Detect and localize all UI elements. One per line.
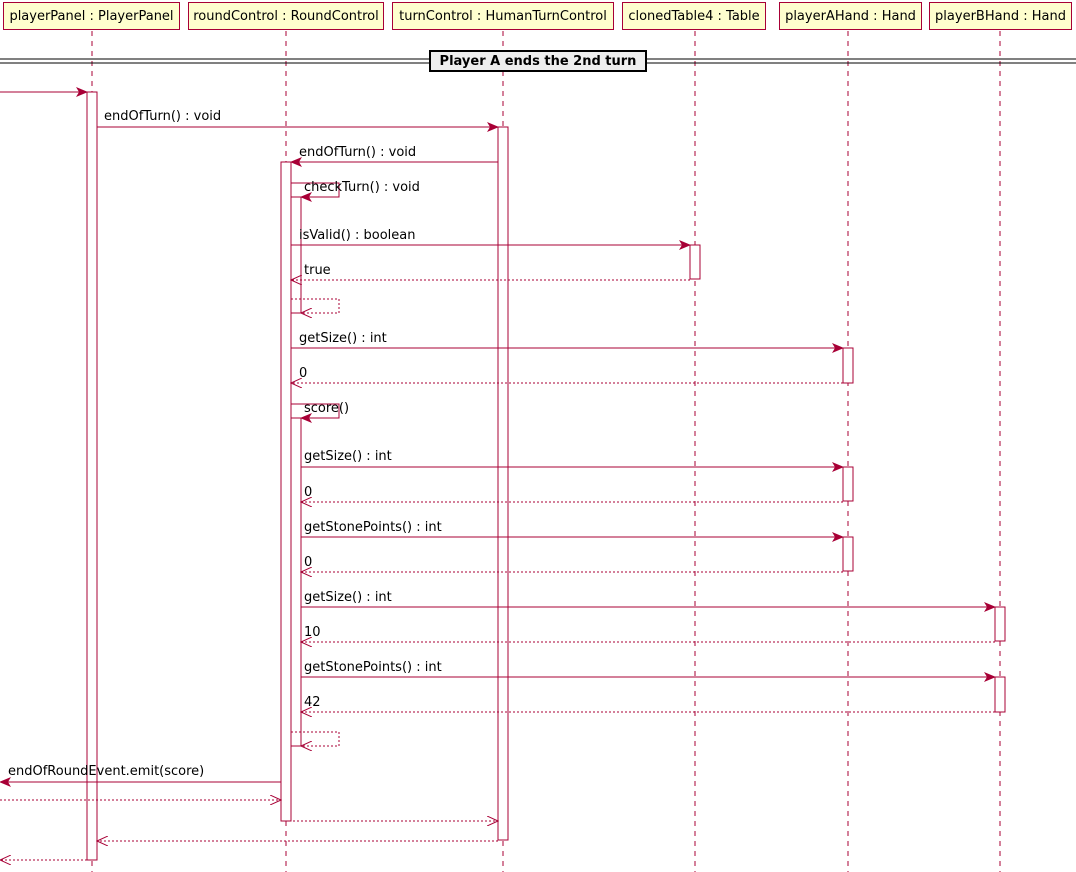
message-arrow-6 [291,298,340,313]
participant-turnControl: turnControl : HumanTurnControl [392,2,614,30]
message-label: getSize() : int [304,449,392,464]
message-label: 42 [304,695,321,710]
message-label: getSize() : int [304,590,392,605]
participant-playerPanel: playerPanel : PlayerPanel [3,2,180,30]
participant-clonedTable4: clonedTable4 : Table [622,2,766,30]
activation-bar-playerAHand [842,536,854,572]
activation-bar-roundControl [290,196,302,314]
message-label: 0 [304,485,312,500]
message-label: getSize() : int [299,331,387,346]
activation-bar-clonedTable4 [689,244,701,280]
message-label: 0 [304,555,312,570]
message-label: isValid() : boolean [299,228,415,243]
activation-bar-roundControl [280,161,292,822]
message-label: true [304,263,331,278]
participant-roundControl: roundControl : RoundControl [188,2,384,30]
activation-bar-roundControl [290,417,302,747]
message-label: 0 [299,366,307,381]
activation-bar-playerBHand [994,606,1006,642]
activation-bar-turnControl [497,126,509,841]
message-label: endOfRoundEvent.emit(score) [8,764,204,779]
message-label: endOfTurn() : void [104,109,221,124]
message-arrow-9 [291,403,340,423]
message-arrow-3 [291,182,340,202]
participant-playerBHand: playerBHand : Hand [929,2,1072,30]
activation-bar-playerPanel [86,91,98,861]
activation-bar-playerBHand [994,676,1006,713]
message-label: score() [304,401,349,416]
message-label: endOfTurn() : void [299,145,416,160]
activation-bar-playerAHand [842,466,854,502]
participant-playerAHand: playerAHand : Hand [779,2,922,30]
message-arrow-18 [291,731,340,746]
message-label: checkTurn() : void [304,180,420,195]
separator-label: Player A ends the 2nd turn [429,50,647,72]
message-label: getStonePoints() : int [304,520,442,535]
message-label: 10 [304,625,321,640]
message-label: getStonePoints() : int [304,660,442,675]
activation-bar-playerAHand [842,347,854,384]
